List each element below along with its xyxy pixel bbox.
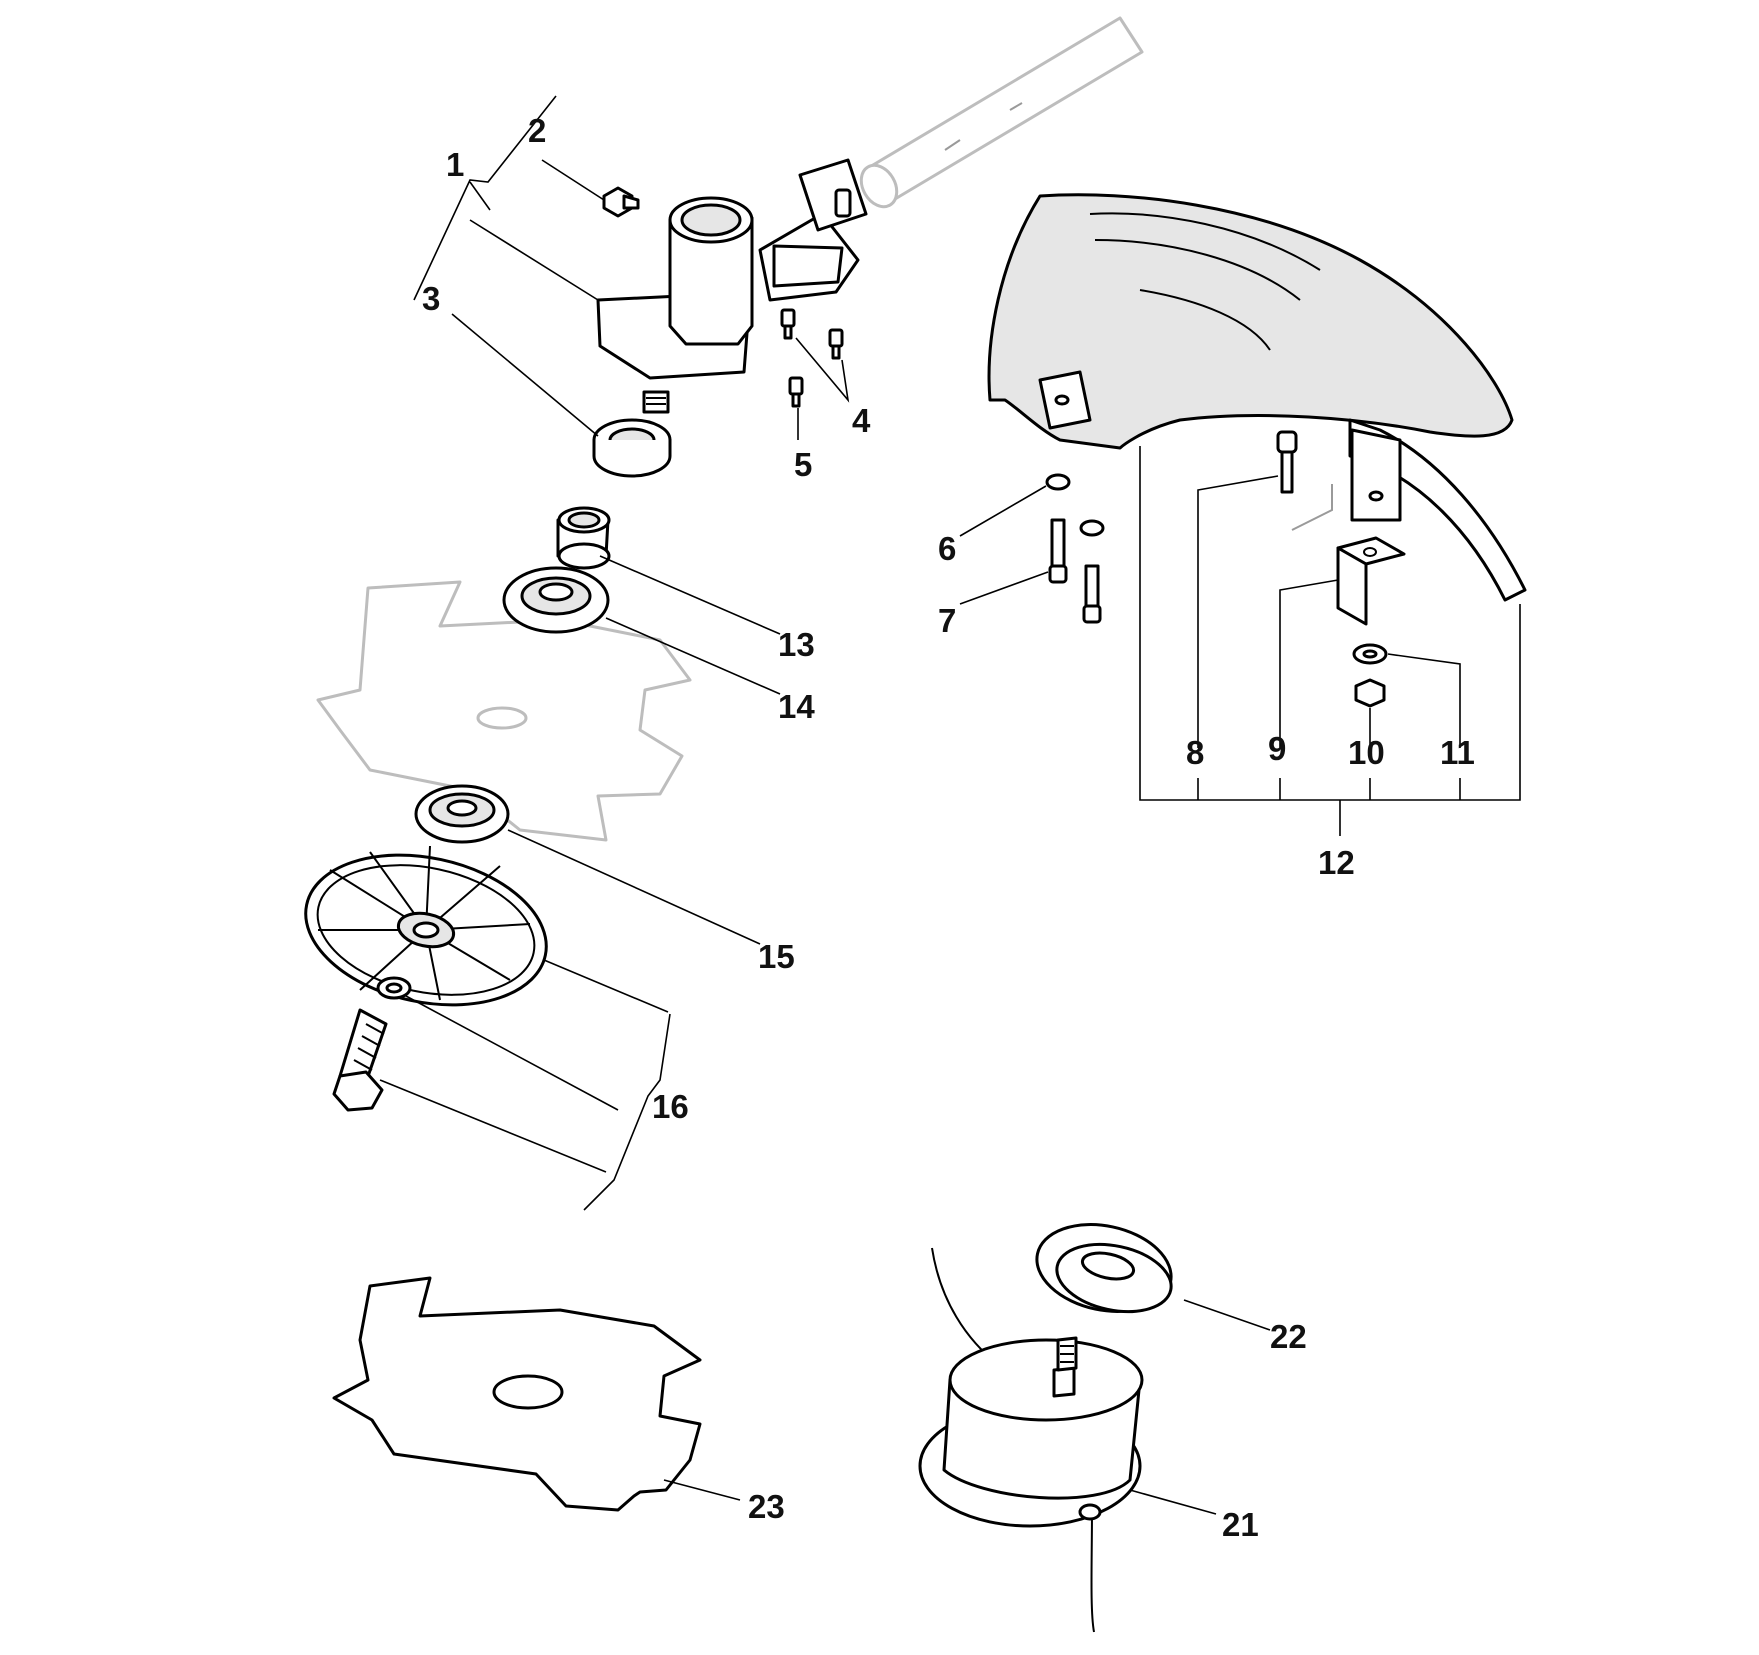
angle-bracket	[1336, 536, 1406, 626]
gearbox-head	[596, 158, 868, 414]
label-9: 9	[1268, 730, 1286, 767]
label-22: 22	[1270, 1318, 1307, 1355]
guard-bolt	[1276, 430, 1333, 531]
drive-shaft-tube	[859, 16, 1144, 209]
flange-lower	[414, 784, 510, 844]
guard-shield	[987, 193, 1527, 602]
label-14: 14	[778, 688, 815, 725]
label-15: 15	[758, 938, 795, 975]
spool-cap	[1035, 1223, 1173, 1314]
label-23: 23	[748, 1488, 785, 1525]
screw-single	[788, 376, 804, 408]
callout-labels: 1 2 3 4 5 6 7 8 9 10 11 12 13 14 15 16 2…	[422, 112, 1475, 1543]
protection-disc	[304, 845, 548, 1007]
label-21: 21	[1222, 1506, 1259, 1543]
needle-bearing	[556, 506, 611, 570]
label-4: 4	[852, 402, 871, 439]
label-5: 5	[794, 446, 812, 483]
label-10: 10	[1348, 734, 1385, 771]
bracket-gearbox	[413, 95, 557, 301]
label-3: 3	[422, 280, 440, 317]
bracket-guard	[1139, 446, 1521, 836]
label-2: 2	[528, 112, 546, 149]
bracket-disc	[583, 1013, 671, 1211]
label-7: 7	[938, 602, 956, 639]
washer-nut	[1352, 643, 1388, 708]
leader-lines	[379, 159, 1461, 1515]
label-1: 1	[446, 146, 464, 183]
plug-screw	[602, 186, 640, 218]
label-13: 13	[778, 626, 815, 663]
label-6: 6	[938, 530, 956, 567]
trimmer-head	[918, 1247, 1144, 1633]
cutting-blade	[332, 1276, 702, 1512]
label-12: 12	[1318, 844, 1355, 881]
seal-ring	[592, 418, 672, 478]
washer-and-screws	[1045, 473, 1105, 624]
screw-pair	[780, 308, 844, 360]
label-16: 16	[652, 1088, 689, 1125]
bolt-and-washer	[332, 976, 412, 1112]
label-11: 11	[1440, 734, 1475, 771]
flange-upper	[502, 566, 610, 634]
label-8: 8	[1186, 734, 1204, 771]
